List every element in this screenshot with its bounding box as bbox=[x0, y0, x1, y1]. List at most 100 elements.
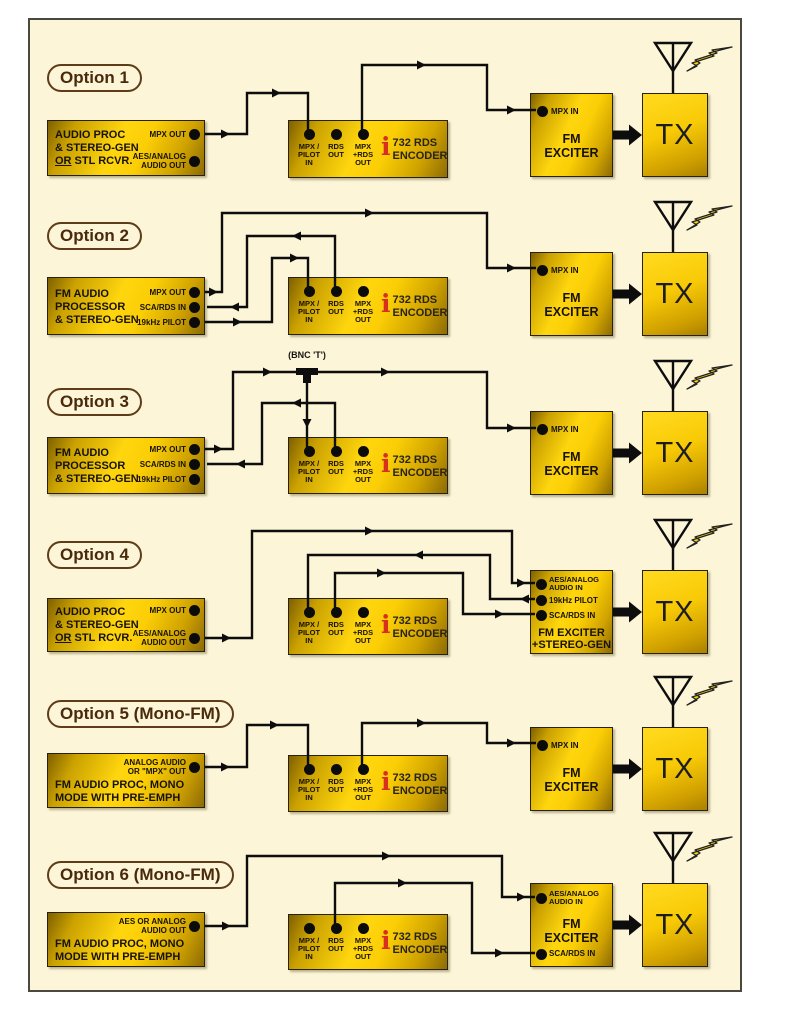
option-1-source-block: AUDIO PROC & STEREO-GEN OR STL RCVR. MPX… bbox=[47, 120, 205, 176]
pilot-port-label: 19kHz PILOT bbox=[137, 475, 186, 484]
option-3-title: Option 3 bbox=[60, 392, 129, 411]
tx-block: TX bbox=[642, 727, 708, 811]
source-block-title: FM AUDIO PROC, MONO MODE WITH PRE-EMPH bbox=[55, 938, 185, 963]
option-2-source-block: FM AUDIO PROCESSOR & STEREO-GEN MPX OUT … bbox=[47, 277, 205, 335]
aes-analog-in-port-dot bbox=[536, 579, 547, 590]
mpx-rds-out-port-dot bbox=[358, 764, 369, 775]
inovonics-i-logo: i bbox=[381, 610, 391, 639]
option-5-pill: Option 5 (Mono-FM) bbox=[47, 700, 234, 728]
tx-label: TX bbox=[655, 277, 695, 310]
mpx-out-port-label: MPX OUT bbox=[149, 606, 186, 615]
tx-label: TX bbox=[655, 752, 695, 785]
mpx-pilot-in-port-dot bbox=[304, 764, 315, 775]
mpx-pilot-in-port-dot bbox=[304, 446, 315, 457]
option-2-pill: Option 2 bbox=[47, 222, 142, 250]
option-2-title: Option 2 bbox=[60, 226, 129, 245]
source-block-title: FM AUDIO PROCESSOR & STEREO-GEN bbox=[55, 288, 139, 326]
mpx-out-port-dot bbox=[189, 444, 200, 455]
option-1-title: Option 1 bbox=[60, 68, 129, 87]
option-4-pill: Option 4 bbox=[47, 541, 142, 569]
source-block-title: AUDIO PROC & STEREO-GEN OR STL RCVR. bbox=[55, 606, 139, 644]
tx-block: TX bbox=[642, 252, 708, 336]
bnc-t-label: (BNC 'T') bbox=[288, 350, 326, 360]
option-1-pill: Option 1 bbox=[47, 64, 142, 92]
sca-rds-in-port-label: SCA/RDS IN bbox=[549, 611, 596, 620]
exciter-title: FM EXCITER+STEREO-GEN bbox=[531, 627, 612, 651]
tx-label: TX bbox=[655, 436, 695, 469]
option-6-pill: Option 6 (Mono-FM) bbox=[47, 861, 234, 889]
tx-label: TX bbox=[655, 118, 695, 151]
sca-rds-in-port-label: SCA/RDS IN bbox=[549, 949, 596, 958]
mpx-pilot-in-port-dot bbox=[304, 607, 315, 618]
pilot-port-dot bbox=[189, 474, 200, 485]
mpx-out-port-label: MPX OUT bbox=[149, 130, 186, 139]
mpx-in-port-dot bbox=[537, 265, 548, 276]
mpx-rds-out-port-dot bbox=[358, 607, 369, 618]
pilot-port-dot bbox=[189, 317, 200, 328]
mpx-in-port-dot bbox=[537, 740, 548, 751]
pilot-port-dot bbox=[536, 595, 547, 606]
mpx-in-port-label: MPX IN bbox=[551, 266, 579, 275]
mpx-out-port-dot bbox=[189, 287, 200, 298]
tx-block: TX bbox=[642, 570, 708, 654]
rds-out-port-dot bbox=[331, 129, 342, 140]
mpx-rds-out-port-dot bbox=[358, 286, 369, 297]
analog-mpx-out-port-dot bbox=[189, 762, 200, 773]
option-6-title: Option 6 (Mono-FM) bbox=[60, 865, 221, 884]
rds-out-port-dot bbox=[331, 446, 342, 457]
sca-rds-in-port-dot bbox=[189, 459, 200, 470]
aes-analog-in-port-dot bbox=[536, 893, 547, 904]
sca-rds-in-port-dot bbox=[536, 610, 547, 621]
option-3-pill: Option 3 bbox=[47, 388, 142, 416]
option-4-title: Option 4 bbox=[60, 545, 129, 564]
inovonics-i-logo: i bbox=[381, 289, 391, 318]
tx-block: TX bbox=[642, 93, 708, 177]
option-5-source-block: FM AUDIO PROC, MONO MODE WITH PRE-EMPH A… bbox=[47, 753, 205, 808]
rds-out-port-dot bbox=[331, 923, 342, 934]
sca-rds-in-port-label: SCA/RDS IN bbox=[139, 460, 186, 469]
tx-label: TX bbox=[655, 595, 695, 628]
pilot-port-label: 19kHz PILOT bbox=[549, 596, 598, 605]
rds-out-port-dot bbox=[331, 764, 342, 775]
sca-rds-in-port-dot bbox=[189, 302, 200, 313]
mpx-rds-out-port-dot bbox=[358, 446, 369, 457]
source-block-title: FM AUDIO PROC, MONO MODE WITH PRE-EMPH bbox=[55, 779, 185, 804]
sca-rds-in-port-dot bbox=[536, 949, 547, 960]
inovonics-i-logo: i bbox=[381, 132, 391, 161]
mpx-pilot-in-port-dot bbox=[304, 129, 315, 140]
mpx-in-port-label: MPX IN bbox=[551, 425, 579, 434]
tx-block: TX bbox=[642, 411, 708, 495]
mpx-pilot-in-port-dot bbox=[304, 286, 315, 297]
